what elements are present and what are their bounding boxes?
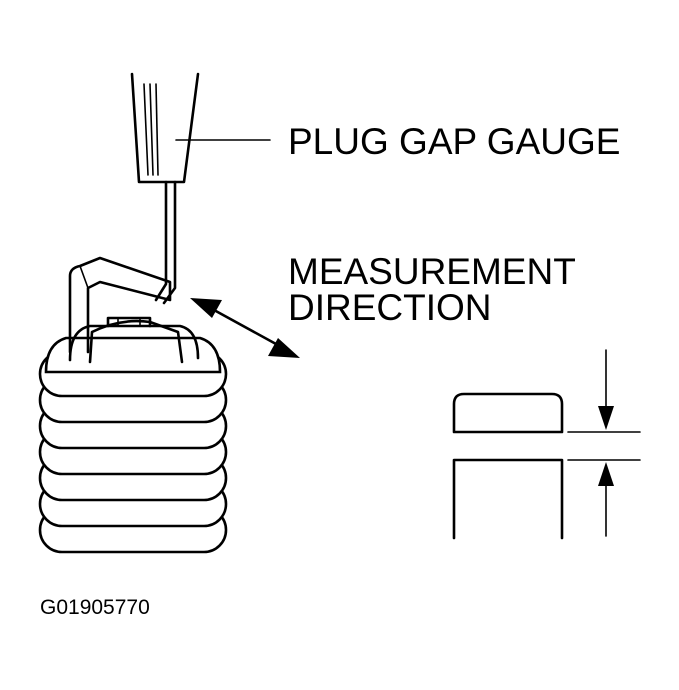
figure-id: G01905770 <box>40 596 150 619</box>
measurement-label-line1: MEASUREMENT <box>288 251 576 292</box>
gap-detail <box>452 349 641 540</box>
plug-gap-gauge <box>130 72 200 305</box>
gap-arrows-icon <box>598 349 614 537</box>
gauge-label: PLUG GAP GAUGE <box>288 121 620 162</box>
measurement-label-line2: DIRECTION <box>288 287 492 328</box>
double-headed-arrow-icon <box>190 298 300 358</box>
spark-plug <box>38 256 228 554</box>
